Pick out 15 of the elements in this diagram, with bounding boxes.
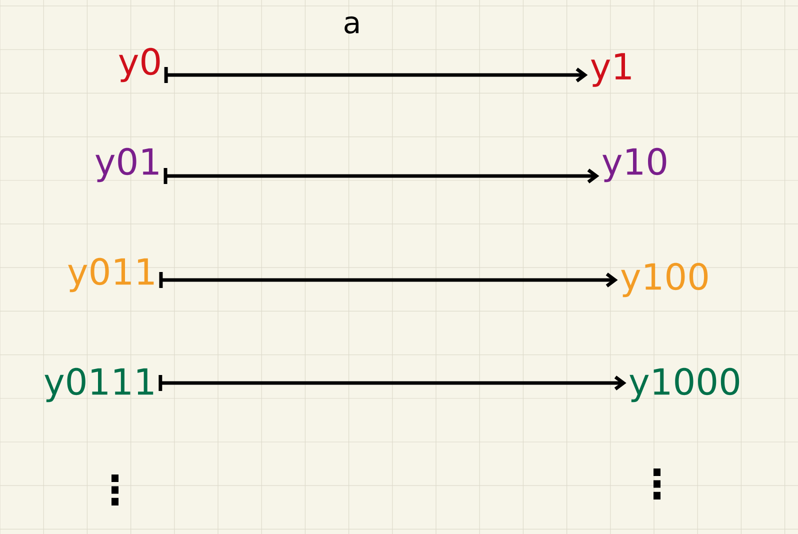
- ellipsis-dots: ⋮: [112, 474, 119, 506]
- expression-label: y0111: [44, 368, 154, 402]
- expression-label: y1000: [630, 368, 740, 402]
- expression-label: y01: [96, 148, 158, 182]
- expression-label: y10: [602, 148, 666, 182]
- expression-label: y0: [118, 48, 160, 82]
- arrow: [159, 272, 618, 288]
- expression-label: y100: [621, 262, 708, 298]
- arrow: [164, 168, 600, 184]
- edge-label: a: [344, 16, 358, 34]
- arrow: [158, 374, 626, 391]
- arrow: [164, 66, 588, 83]
- expression-label: y011: [68, 258, 154, 292]
- expression-label: y1: [590, 53, 631, 87]
- ellipsis-dots: ⋮: [653, 468, 660, 500]
